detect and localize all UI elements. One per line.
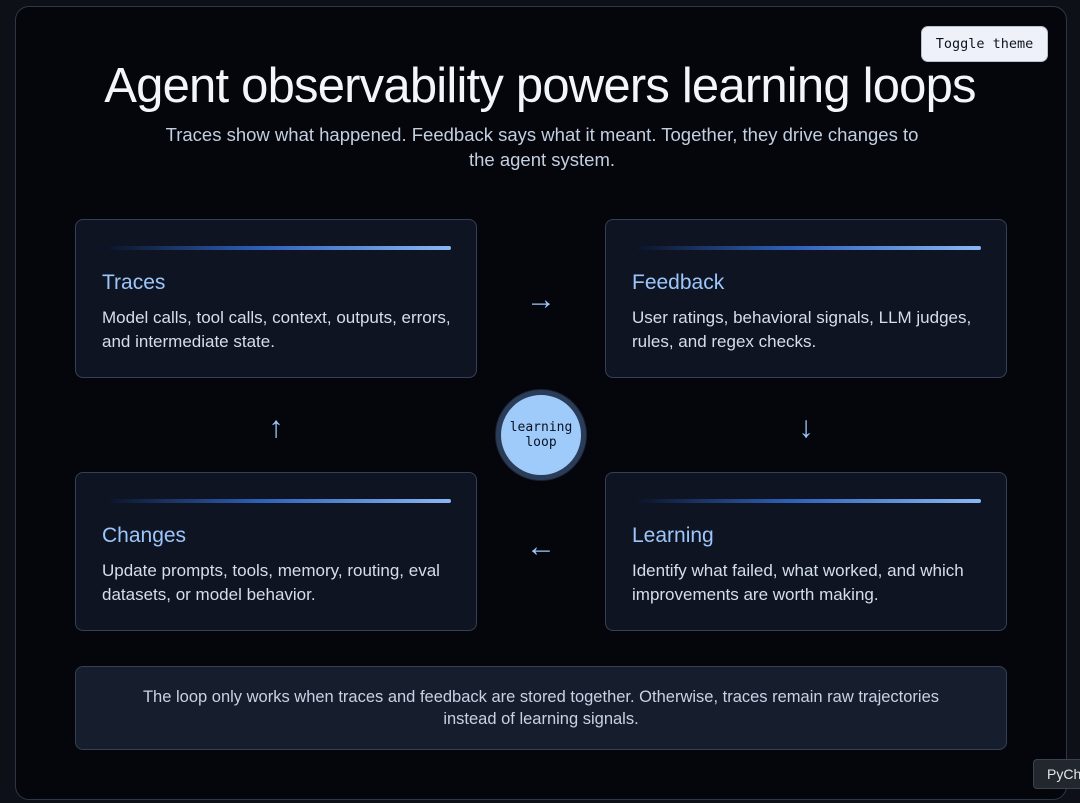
card-description: User ratings, behavioral signals, LLM ju… [632,308,972,351]
card-accent-bar [102,499,451,503]
card-title: Changes [102,524,187,547]
card-title: Traces [102,271,166,294]
page-title: Agent observability powers learning loop… [104,59,976,113]
corner-badge[interactable]: PyCh [1033,759,1080,789]
arrow-down-icon: ↓ [798,411,814,444]
card-title: Learning [632,524,714,547]
arrow-up-icon: ↑ [268,411,284,444]
card-description: Identify what failed, what worked, and w… [632,561,964,604]
footer-note-text: The loop only works when traces and feed… [142,688,940,728]
card-changes: Changes Update prompts, tools, memory, r… [75,472,477,631]
card-accent-bar [102,246,451,250]
learning-loop-hub: learning loop [496,390,586,480]
card-description: Model calls, tool calls, context, output… [102,308,451,351]
card-description: Update prompts, tools, memory, routing, … [102,561,440,604]
card-title: Feedback [632,271,725,294]
arrow-right-icon: → [526,283,556,316]
card-accent-bar [632,499,981,503]
card-learning: Learning Identify what failed, what work… [605,472,1007,631]
card-accent-bar [632,246,981,250]
card-traces: Traces Model calls, tool calls, context,… [75,219,477,378]
toggle-theme-button[interactable]: Toggle theme [921,26,1048,62]
footer-note: The loop only works when traces and feed… [75,666,1007,750]
hub-label: learning loop [509,420,573,450]
page-subtitle: Traces show what happened. Feedback says… [165,124,919,170]
card-feedback: Feedback User ratings, behavioral signal… [605,219,1007,378]
arrow-left-icon: ← [526,530,556,563]
